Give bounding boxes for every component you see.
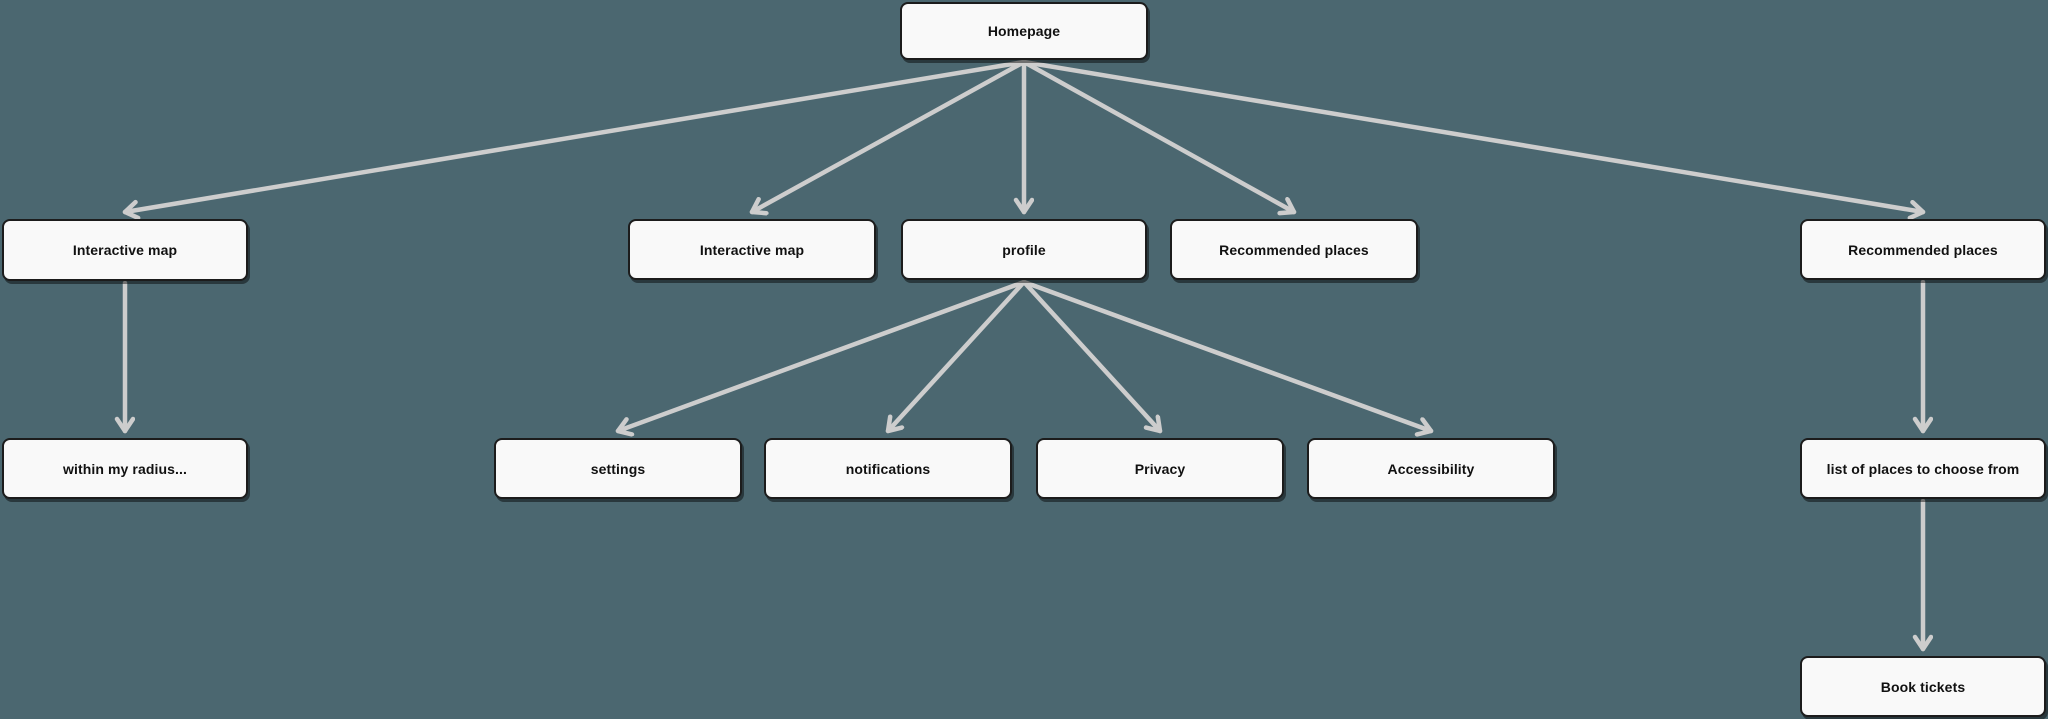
edge-homepage-interactive-map-mid[interactable] xyxy=(749,59,1027,212)
node-recommended-places-mid[interactable]: Recommended places xyxy=(1170,219,1418,280)
node-label: settings xyxy=(590,460,646,477)
edge-profile-accessibility[interactable] xyxy=(1021,279,1434,431)
edge-profile-privacy[interactable] xyxy=(1021,279,1163,434)
node-label: profile xyxy=(1002,241,1046,258)
node-privacy[interactable]: Privacy xyxy=(1036,438,1284,499)
node-recommended-places-right[interactable]: Recommended places xyxy=(1800,219,2046,280)
node-label: Homepage xyxy=(987,23,1061,39)
node-label: list of places to choose from xyxy=(1826,460,2020,477)
node-label: within my radius... xyxy=(62,460,188,477)
node-accessibility[interactable]: Accessibility xyxy=(1307,438,1555,499)
edge-homepage-recommended-places-mid[interactable] xyxy=(1021,59,1297,212)
node-notifications[interactable]: notifications xyxy=(764,438,1012,499)
node-book-tickets[interactable]: Book tickets xyxy=(1800,656,2046,717)
edge-homepage-recommended-places-right[interactable] xyxy=(1021,59,1926,212)
node-label: Recommended places xyxy=(1848,241,1998,258)
node-list-of-places[interactable]: list of places to choose from xyxy=(1800,438,2046,499)
node-settings[interactable]: settings xyxy=(494,438,742,499)
node-within-my-radius[interactable]: within my radius... xyxy=(2,438,248,499)
node-label: Interactive map xyxy=(72,242,178,258)
edge-profile-settings[interactable] xyxy=(615,279,1027,431)
node-label: Interactive map xyxy=(699,241,805,258)
node-label: notifications xyxy=(845,460,931,477)
node-label: Privacy xyxy=(1134,460,1186,477)
edge-profile-notifications[interactable] xyxy=(885,279,1027,434)
node-profile[interactable]: profile xyxy=(901,219,1147,280)
node-label: Accessibility xyxy=(1387,460,1475,477)
node-label: Book tickets xyxy=(1880,678,1966,695)
node-homepage[interactable]: Homepage xyxy=(900,2,1148,60)
node-label: Recommended places xyxy=(1219,241,1369,258)
node-interactive-map-left[interactable]: Interactive map xyxy=(2,219,248,281)
node-interactive-map-mid[interactable]: Interactive map xyxy=(628,219,876,280)
edge-homepage-interactive-map-left[interactable] xyxy=(122,59,1027,212)
